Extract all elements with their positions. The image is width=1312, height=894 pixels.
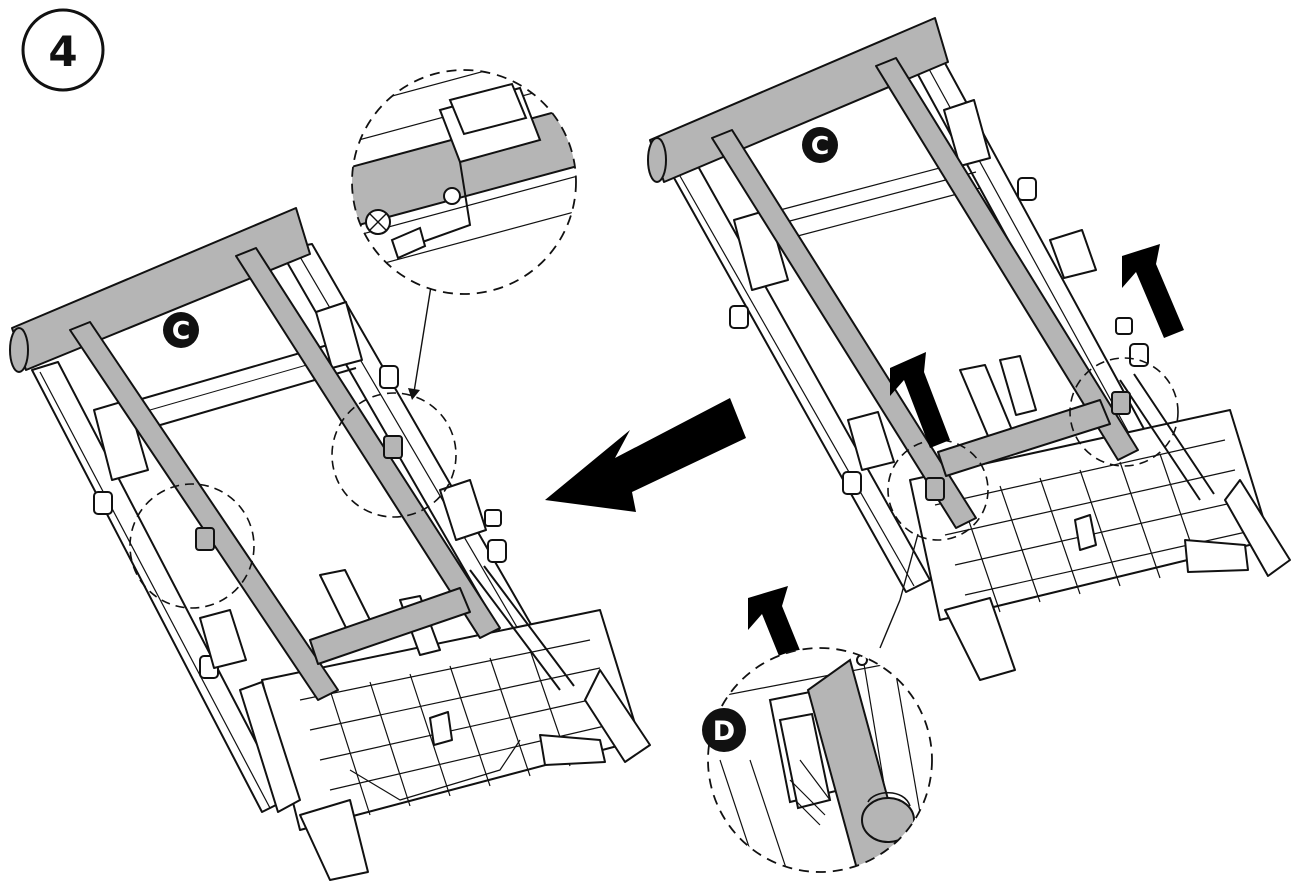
left-hinges [93, 301, 487, 669]
bottom-detail-callout: D [702, 647, 933, 873]
left-part-c [9, 207, 501, 701]
right-callout-circle-1 [887, 439, 989, 541]
right-part-c [647, 17, 1139, 529]
top-detail-callout [351, 69, 577, 295]
left-callout-circle-2 [331, 392, 457, 518]
label-d: D [713, 716, 735, 747]
leader-line-bottom-2 [879, 599, 901, 649]
left-callout-circle-1 [129, 483, 255, 609]
label-c-left: C [172, 316, 190, 345]
leader-line-bottom-1 [899, 533, 919, 601]
right-hinges [733, 99, 1097, 471]
right-knobs [729, 177, 1149, 495]
right-base-machinery [909, 355, 1291, 681]
step-number: 4 [48, 27, 77, 76]
right-assembly: C [647, 17, 1291, 681]
big-arrow-left-icon [545, 398, 746, 512]
leader-line-top [413, 279, 433, 393]
left-knobs [93, 365, 507, 679]
left-assembly: C [9, 207, 651, 881]
right-callout-circle-2 [1069, 357, 1179, 467]
label-c-right: C [811, 131, 829, 160]
step-badge: 4 [21, 8, 105, 92]
